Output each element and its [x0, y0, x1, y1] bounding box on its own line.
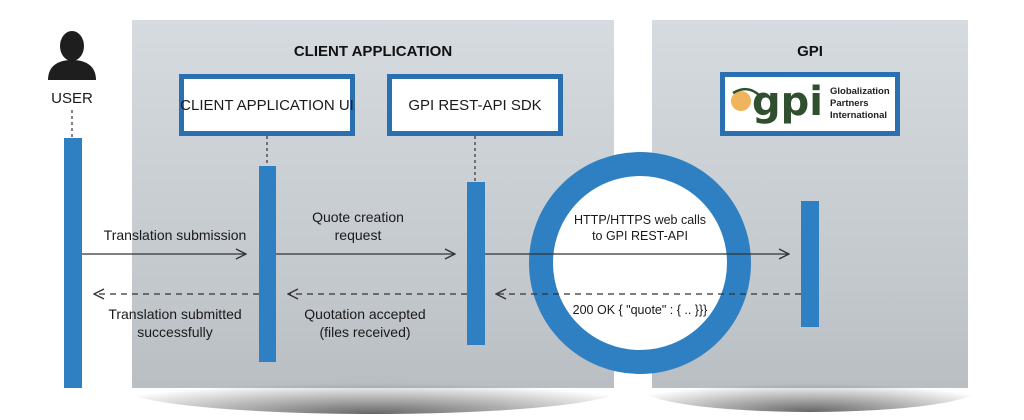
label-translation-submitted-1: Translation submitted [108, 306, 241, 322]
ring-text-line2: to GPI REST-API [592, 229, 688, 243]
gpi-panel-title: GPI [797, 43, 823, 60]
ring-text-line1: HTTP/HTTPS web calls [574, 213, 706, 227]
client-ui-box [184, 79, 350, 131]
ring-border [529, 152, 751, 374]
gpi-logo-line1: Globalization [830, 86, 890, 97]
label-quote-creation-1: Quote creation [312, 209, 404, 225]
user-label: USER [51, 90, 93, 107]
client-application-ui: CLIENT APPLICATION UI [179, 74, 355, 362]
gpi-logo-line2: Partners [830, 98, 869, 109]
user-icon [48, 31, 96, 80]
gpi-logo: gpi Globalization Partners International [731, 79, 890, 125]
sdk-activation-bar [467, 182, 485, 345]
gpi-logo-line3: International [830, 110, 887, 121]
user-activation-bar [64, 138, 82, 388]
gpi-logo-dot [731, 91, 751, 111]
gpi-logo-mark: gpi [752, 79, 823, 125]
http-ring: HTTP/HTTPS web calls to GPI REST-API 200… [529, 152, 751, 374]
client-ui-activation-bar [259, 166, 276, 362]
sdk-box [392, 79, 558, 131]
label-translation-submitted-2: successfully [137, 324, 212, 340]
gpi-rest-api-sdk: GPI REST-API SDK [387, 74, 563, 345]
label-quotation-accepted-1: Quotation accepted [304, 306, 425, 322]
ring-response-text: 200 OK { "quote" : { .. }}} [573, 303, 708, 317]
user-actor: USER [48, 31, 96, 388]
gpi-box [725, 77, 895, 131]
label-quote-creation-2: request [335, 227, 382, 243]
client-ui-label: CLIENT APPLICATION UI [180, 97, 354, 114]
label-translation-submission: Translation submission [104, 227, 247, 243]
gpi-activation-bar [801, 201, 819, 327]
sdk-label: GPI REST-API SDK [408, 97, 541, 114]
gpi-logo-box: gpi Globalization Partners International [720, 72, 900, 327]
label-quotation-accepted-2: (files received) [319, 324, 410, 340]
client-application-title: CLIENT APPLICATION [294, 43, 452, 60]
ring-fill [541, 164, 739, 362]
